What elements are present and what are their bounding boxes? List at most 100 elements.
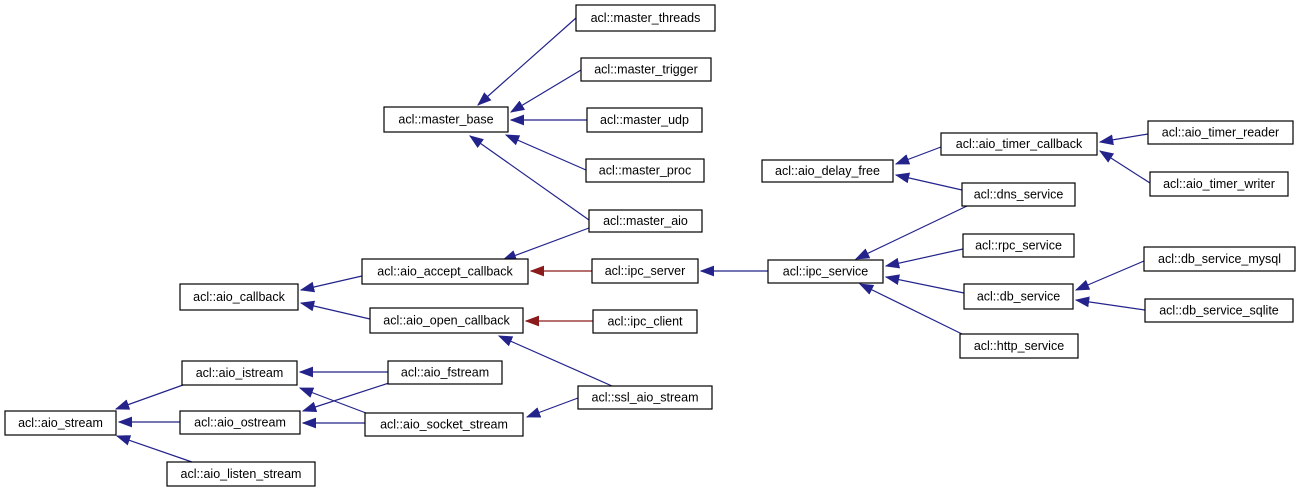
node-box <box>577 385 713 410</box>
node-acl-master-aio[interactable]: acl::master_aio <box>588 209 703 233</box>
node-acl-aio-ostream[interactable]: acl::aio_ostream <box>179 410 301 435</box>
node-acl-aio-fstream[interactable]: acl::aio_fstream <box>387 360 503 385</box>
node-label: acl::master_proc <box>599 164 691 178</box>
node-label: acl::aio_ostream <box>194 416 286 430</box>
node-label: acl::aio_open_callback <box>383 314 510 328</box>
node-label: acl::rpc_service <box>975 239 1062 253</box>
node-box <box>383 106 509 133</box>
node-box <box>387 360 503 385</box>
edge-ssl-aio-stream-to-aio-socket-stream <box>525 397 579 418</box>
node-acl-rpc-service[interactable]: acl::rpc_service <box>962 233 1075 258</box>
node-box <box>767 259 884 284</box>
node-box <box>179 283 299 311</box>
edge-aio-listen-stream-to-aio-stream <box>115 435 193 463</box>
node-label: acl::ipc_service <box>783 265 868 279</box>
node-box <box>179 410 301 435</box>
node-acl-aio-timer-reader[interactable]: acl::aio_timer_reader <box>1147 120 1294 145</box>
edge-master-aio-to-master-base <box>469 135 590 221</box>
node-label: acl::aio_timer_writer <box>1163 177 1275 191</box>
edge-rpc-service-to-ipc-service <box>884 248 964 269</box>
node-label: acl::dns_service <box>974 188 1064 202</box>
node-box <box>591 258 699 284</box>
edge-aio-timer-reader-to-aio-timer-callback <box>1098 133 1149 146</box>
edge-aio-socket-stream-to-aio-istream <box>298 387 367 414</box>
node-label: acl::db_service <box>977 290 1060 304</box>
node-acl-db-service-sqlite[interactable]: acl::db_service_sqlite <box>1144 298 1294 323</box>
node-acl-aio-callback[interactable]: acl::aio_callback <box>179 283 299 311</box>
node-acl-master-trigger[interactable]: acl::master_trigger <box>580 57 712 82</box>
node-box <box>592 309 698 334</box>
edge-http-service-to-ipc-service <box>858 283 963 335</box>
node-acl-ipc-server[interactable]: acl::ipc_server <box>591 258 699 284</box>
node-label: acl::http_service <box>974 339 1064 353</box>
node-label: acl::aio_accept_callback <box>377 265 513 279</box>
node-acl-master-threads[interactable]: acl::master_threads <box>575 4 716 32</box>
node-box <box>961 182 1076 207</box>
edge-dns-service-to-ipc-service <box>854 205 968 260</box>
node-label: acl::master_udp <box>600 113 689 127</box>
node-label: acl::aio_istream <box>196 366 284 380</box>
node-label: acl::aio_delay_free <box>775 164 880 178</box>
node-box <box>1147 120 1294 145</box>
node-box <box>1149 171 1289 197</box>
node-label: acl::ssl_aio_stream <box>592 391 699 405</box>
edge-aio-open-callback-to-aio-callback <box>299 300 371 320</box>
node-acl-aio-socket-stream[interactable]: acl::aio_socket_stream <box>364 412 524 437</box>
node-acl-aio-listen-stream[interactable]: acl::aio_listen_stream <box>166 461 316 487</box>
node-box <box>166 461 316 487</box>
edge-master-threads-to-master-base <box>477 17 577 106</box>
node-acl-db-service[interactable]: acl::db_service <box>963 283 1074 310</box>
edge-dns-service-to-aio-delay-free <box>894 172 963 191</box>
edge-aio-fstream-to-aio-ostream <box>301 382 390 413</box>
node-label: acl::master_trigger <box>594 63 698 77</box>
edge-aio-accept-callback-to-aio-callback <box>299 275 363 293</box>
node-box <box>575 4 716 32</box>
node-label: acl::aio_socket_stream <box>380 418 508 432</box>
edge-db-service-sqlite-to-db-service <box>1074 296 1146 311</box>
node-label: acl::aio_listen_stream <box>181 467 302 481</box>
edge-master-trigger-to-master-base <box>509 69 582 113</box>
node-label: acl::aio_fstream <box>401 366 489 380</box>
node-acl-ssl-aio-stream[interactable]: acl::ssl_aio_stream <box>577 385 713 410</box>
node-label: acl::ipc_server <box>605 264 686 278</box>
node-box <box>181 360 298 386</box>
node-acl-ipc-service[interactable]: acl::ipc_service <box>767 259 884 284</box>
node-box <box>364 412 524 437</box>
edge-db-service-mysql-to-db-service <box>1074 260 1145 291</box>
node-acl-aio-accept-callback[interactable]: acl::aio_accept_callback <box>361 258 529 285</box>
edge-db-service-to-ipc-service <box>884 274 965 294</box>
edge-aio-timer-callback-to-aio-delay-free <box>894 146 942 165</box>
edge-master-proc-to-master-base <box>504 134 587 171</box>
node-box <box>580 57 712 82</box>
node-box <box>761 159 894 183</box>
edge-aio-timer-writer-to-aio-timer-callback <box>1098 150 1151 184</box>
node-acl-aio-timer-writer[interactable]: acl::aio_timer_writer <box>1149 171 1289 197</box>
node-acl-dns-service[interactable]: acl::dns_service <box>961 182 1076 207</box>
node-box <box>586 107 703 133</box>
node-box <box>585 158 705 183</box>
node-acl-master-udp[interactable]: acl::master_udp <box>586 107 703 133</box>
node-acl-aio-delay-free[interactable]: acl::aio_delay_free <box>761 159 894 183</box>
edge-master-aio-to-aio-accept-callback <box>501 227 590 261</box>
node-box <box>1143 246 1296 272</box>
node-acl-master-proc[interactable]: acl::master_proc <box>585 158 705 183</box>
node-box <box>4 410 117 436</box>
node-acl-db-service-mysql[interactable]: acl::db_service_mysql <box>1143 246 1296 272</box>
node-acl-aio-timer-callback[interactable]: acl::aio_timer_callback <box>940 132 1098 156</box>
node-acl-http-service[interactable]: acl::http_service <box>959 333 1079 359</box>
node-acl-ipc-client[interactable]: acl::ipc_client <box>592 309 698 334</box>
edge-aio-istream-to-aio-stream <box>114 384 184 410</box>
node-acl-master-base[interactable]: acl::master_base <box>383 106 509 133</box>
node-label: acl::aio_timer_callback <box>956 137 1083 151</box>
node-box <box>1144 298 1294 323</box>
node-box <box>369 307 524 334</box>
node-box <box>940 132 1098 156</box>
node-label: acl::aio_timer_reader <box>1162 126 1279 140</box>
node-acl-aio-stream[interactable]: acl::aio_stream <box>4 410 117 436</box>
node-label: acl::master_base <box>398 113 493 127</box>
node-acl-aio-istream[interactable]: acl::aio_istream <box>181 360 298 386</box>
node-acl-aio-open-callback[interactable]: acl::aio_open_callback <box>369 307 524 334</box>
node-label: acl::db_service_sqlite <box>1159 304 1279 318</box>
